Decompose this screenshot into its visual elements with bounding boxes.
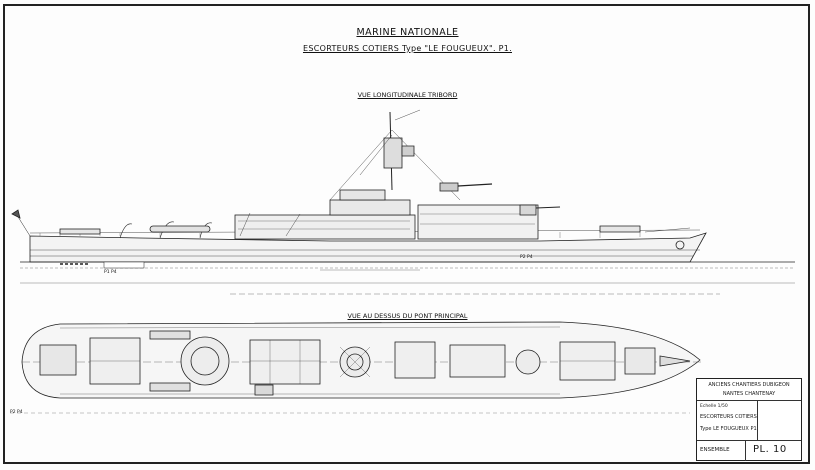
ship-class-text: Type LE FOUGUEUX P1 [700,426,757,432]
hull-outline [29,232,707,263]
gun-platform-fwd [515,349,541,375]
scale-text: Echelle 1/50 [700,404,728,409]
title-block: ANCIENS CHANTIERS DUBIGEON NANTES CHANTE… [696,378,802,461]
builder-line2: NANTES CHANTENAY [722,391,776,397]
gun-mount-aft [439,182,493,192]
sheet-subtitle: ESCORTEURS COTIERS Type "LE FOUGUEUX". P… [302,44,512,53]
sheet-label-text: ENSEMBLE [700,447,730,453]
gun-platform-aft [180,336,230,386]
hull-mark-bow: P1 P4 [104,270,117,275]
side-profile-view [11,109,795,295]
title-block-ship: Echelle 1/50 ESCORTEURS COTIERS Type LE … [697,401,801,441]
anchor-hawse [675,240,685,250]
deckhouse-main [234,214,416,240]
sheet-border [3,4,810,464]
bridge-block [329,199,411,216]
profile-view-label: VUE LONGITUDINALE TRIBORD [357,91,458,99]
hull-mark-frame: P2 P4 [520,255,533,260]
ship-type-text: ESCORTEURS COTIERS [700,414,757,420]
plate-divider [745,441,746,461]
plan-mark-aft: P2 P4 [10,410,23,415]
title-block-plate: ENSEMBLE PL. 10 [697,441,801,461]
gun-mount-fwd [519,204,561,216]
deck-plan-view [21,321,702,399]
builder-line1: ANCIENS CHANTIERS DUBIGEON [708,382,790,388]
plate-number: PL. 10 [753,444,787,455]
name-plate [103,261,145,269]
title-block-builder: ANCIENS CHANTIERS DUBIGEON NANTES CHANTE… [697,379,801,401]
plan-view-label: VUE AU DESSUS DU PONT PRINCIPAL [347,312,468,320]
sheet-title: MARINE NATIONALE [356,27,459,38]
title-block-divider [757,401,758,441]
